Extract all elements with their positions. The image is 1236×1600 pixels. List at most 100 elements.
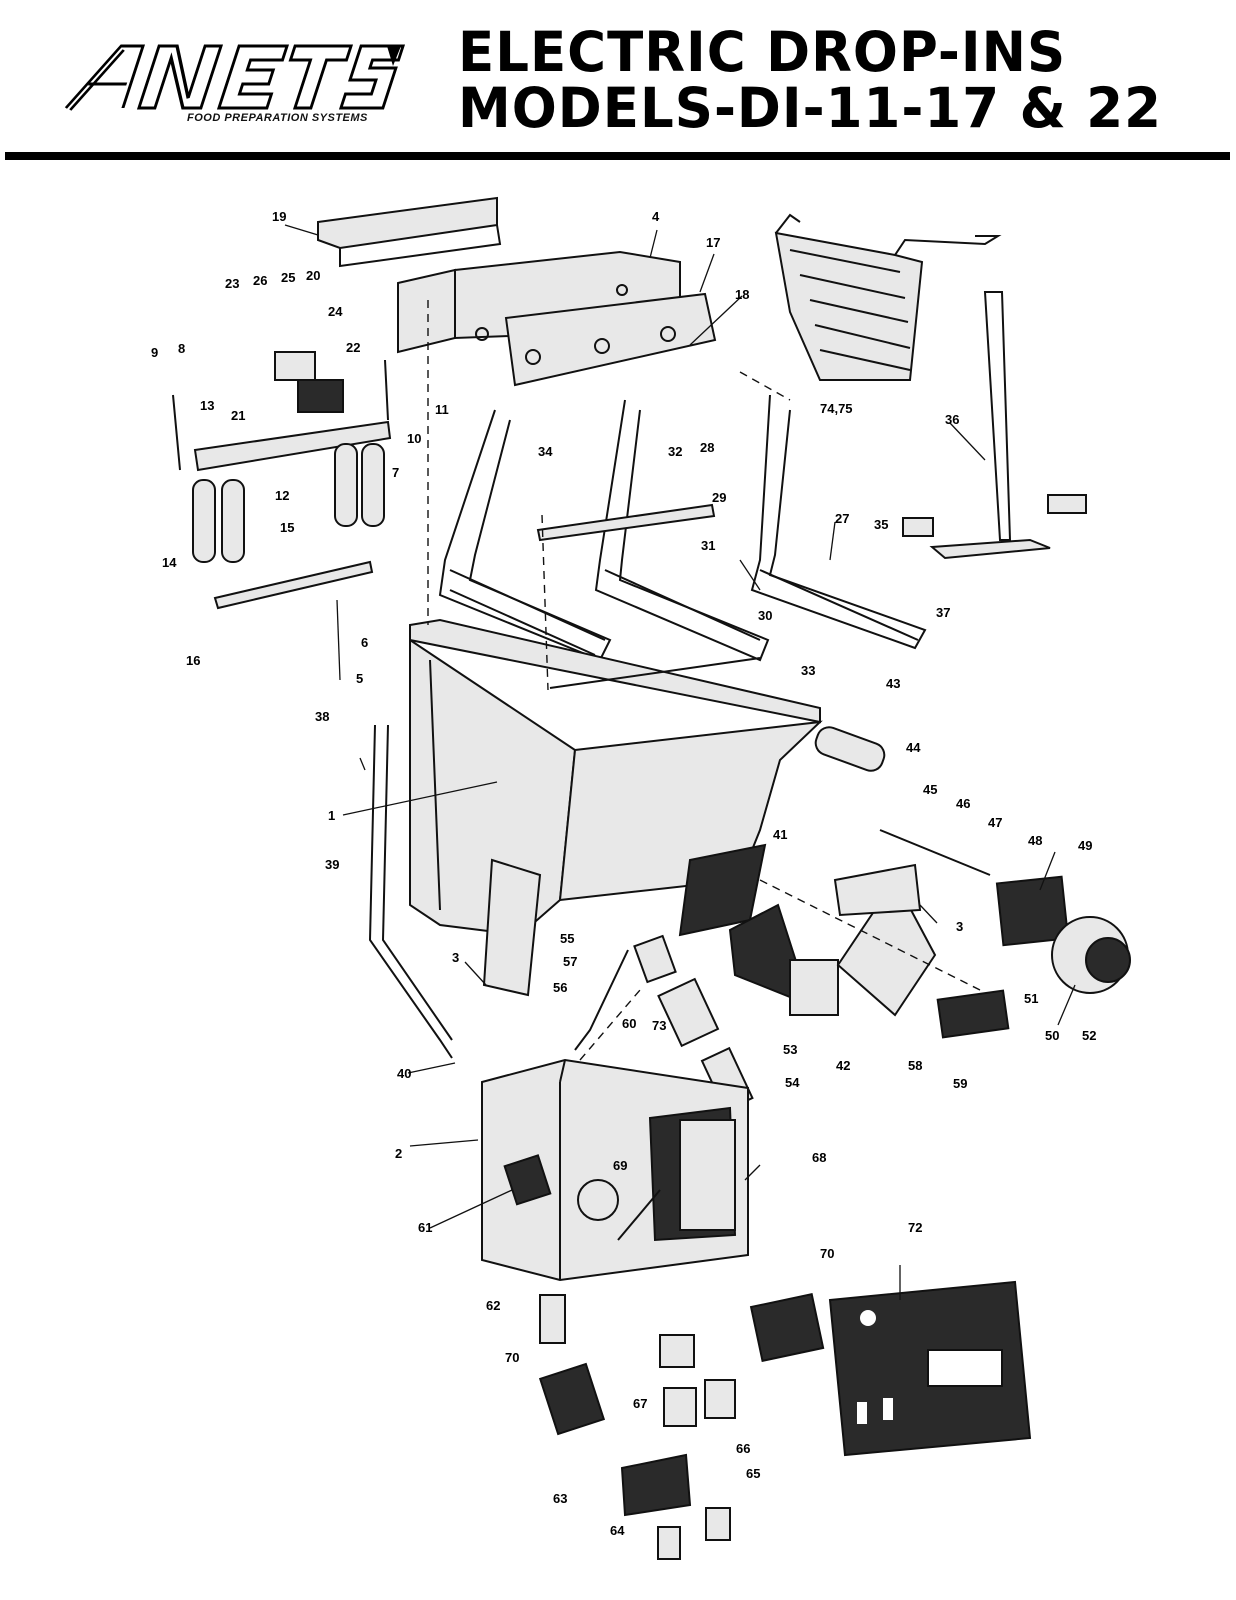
callout-3a: 3 xyxy=(452,950,459,965)
callout-21: 21 xyxy=(231,408,245,423)
callout-73: 73 xyxy=(652,1018,666,1033)
part-electrical-box xyxy=(481,1058,749,1282)
callout-50: 50 xyxy=(1045,1028,1059,1043)
callout-6: 6 xyxy=(361,635,368,650)
callout-15: 15 xyxy=(280,520,294,535)
callout-49: 49 xyxy=(1078,838,1092,853)
callout-29: 29 xyxy=(712,490,726,505)
callout-47: 47 xyxy=(988,815,1002,830)
logo-tagline: FOOD PREPARATION SYSTEMS xyxy=(187,112,368,124)
logo-wordmark xyxy=(64,44,406,111)
callout-66: 66 xyxy=(736,1441,750,1456)
callout-48: 48 xyxy=(1028,833,1042,848)
callout-31: 31 xyxy=(701,538,715,553)
callout-72: 72 xyxy=(908,1220,922,1235)
callout-22: 22 xyxy=(346,340,360,355)
part-mounting-strip xyxy=(213,560,374,610)
part-thermostat-knob xyxy=(879,829,1131,994)
page-header: FOOD PREPARATION SYSTEMS ELECTRIC DROP-I… xyxy=(0,0,1236,160)
header-rule xyxy=(5,152,1230,160)
part-front-panel xyxy=(828,1280,1032,1457)
callout-4: 4 xyxy=(652,209,660,224)
callout-42: 42 xyxy=(836,1058,850,1073)
callout-70b: 70 xyxy=(820,1246,834,1261)
alignment-lines xyxy=(427,300,981,1061)
callout-53: 53 xyxy=(783,1042,797,1057)
part-light-socket xyxy=(814,726,886,772)
callout-23: 23 xyxy=(225,276,239,291)
part-side-plate xyxy=(482,858,542,997)
callout-62: 62 xyxy=(486,1298,500,1313)
part-fry-tank xyxy=(409,618,823,937)
callout-3b: 3 xyxy=(956,919,963,934)
callout-33: 33 xyxy=(801,663,815,678)
callout-5: 5 xyxy=(356,671,363,686)
callout-51: 51 xyxy=(1024,991,1038,1006)
callout-46: 46 xyxy=(956,796,970,811)
callout-43: 43 xyxy=(886,676,900,691)
callout-28: 28 xyxy=(700,440,714,455)
callout-63: 63 xyxy=(553,1491,567,1506)
callout-25: 25 xyxy=(281,270,295,285)
callout-30: 30 xyxy=(758,608,772,623)
callout-65: 65 xyxy=(746,1466,760,1481)
part-heating-elements xyxy=(438,394,927,662)
callout-14: 14 xyxy=(162,555,177,570)
page-title: ELECTRIC DROP-INS MODELS-DI-11-17 & 22 xyxy=(458,20,1163,141)
title-line-2: MODELS-DI-11-17 & 22 xyxy=(458,76,1163,141)
callout-56: 56 xyxy=(553,980,567,995)
part-terminal-block xyxy=(172,351,392,472)
callout-61: 61 xyxy=(418,1220,432,1235)
callout-59: 59 xyxy=(953,1076,967,1091)
callout-2: 2 xyxy=(395,1146,402,1161)
callout-labels: 1 2 3 3 4 5 6 7 8 9 10 11 12 13 14 15 16… xyxy=(151,209,1096,1538)
part-fry-basket xyxy=(774,213,1002,381)
part-drain-pipe xyxy=(368,724,453,1059)
part-control-brackets xyxy=(678,843,1010,1039)
leader-lines xyxy=(284,224,1076,1300)
callout-10: 10 xyxy=(407,431,421,446)
callout-8: 8 xyxy=(178,341,185,356)
callout-44: 44 xyxy=(906,740,921,755)
callout-39: 39 xyxy=(325,857,339,872)
callout-41: 41 xyxy=(773,827,787,842)
part-element-comb xyxy=(536,503,716,542)
callout-11: 11 xyxy=(435,402,449,417)
callout-1: 1 xyxy=(328,808,335,823)
callout-26: 26 xyxy=(253,273,267,288)
callout-57: 57 xyxy=(563,954,577,969)
callout-40: 40 xyxy=(397,1066,411,1081)
callout-35: 35 xyxy=(874,517,888,532)
callout-58: 58 xyxy=(908,1058,922,1073)
callout-70a: 70 xyxy=(505,1350,519,1365)
callout-17: 17 xyxy=(706,235,720,250)
callout-27: 27 xyxy=(835,511,849,526)
callout-55: 55 xyxy=(560,931,574,946)
part-heating-coils xyxy=(192,443,385,563)
exploded-parts-diagram: 1 2 3 3 4 5 6 7 8 9 10 11 12 13 14 15 16… xyxy=(151,196,1131,1560)
callout-67: 67 xyxy=(633,1396,647,1411)
callout-45: 45 xyxy=(923,782,937,797)
part-lift-bar xyxy=(902,291,1087,560)
callout-24: 24 xyxy=(328,304,343,319)
callout-60: 60 xyxy=(622,1016,636,1031)
callout-38: 38 xyxy=(315,709,329,724)
part-bracket-top xyxy=(317,196,502,268)
title-line-1: ELECTRIC DROP-INS xyxy=(458,20,1067,85)
callout-37: 37 xyxy=(936,605,950,620)
callout-32: 32 xyxy=(668,444,682,459)
callout-13: 13 xyxy=(200,398,214,413)
callout-52: 52 xyxy=(1082,1028,1096,1043)
anets-logo: FOOD PREPARATION SYSTEMS xyxy=(55,40,415,130)
callout-68: 68 xyxy=(812,1150,826,1165)
callout-16: 16 xyxy=(186,653,200,668)
callout-74-75: 74,75 xyxy=(820,401,853,416)
callout-12: 12 xyxy=(275,488,289,503)
part-control-housing xyxy=(397,250,717,387)
callout-54: 54 xyxy=(785,1075,800,1090)
callout-20: 20 xyxy=(306,268,320,283)
callout-9: 9 xyxy=(151,345,158,360)
callout-64: 64 xyxy=(610,1523,625,1538)
callout-34: 34 xyxy=(538,444,553,459)
callout-19: 19 xyxy=(272,209,286,224)
